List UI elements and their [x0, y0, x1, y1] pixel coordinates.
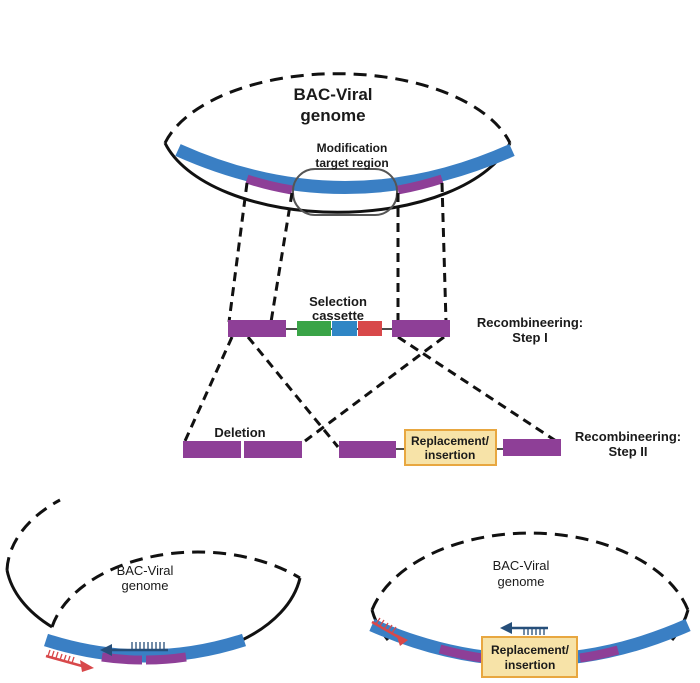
top-genome-solid-arc — [163, 142, 512, 214]
cassette-label-1: Selection — [309, 294, 367, 309]
deletion-right-arm — [244, 441, 302, 458]
step1-label-1: Recombineering: — [477, 315, 583, 330]
br-insert-label-1: Replacement/ — [491, 643, 570, 657]
top-genome-backbone — [175, 144, 515, 194]
replacement-construct: Replacement/ insertion — [339, 429, 561, 466]
cassette-green-segment — [297, 321, 331, 336]
deletion-left-arm — [183, 441, 241, 458]
br-forward-primer — [371, 617, 408, 646]
step2-label-1: Recombineering: — [575, 429, 681, 444]
target-region-label-1: Modification — [317, 141, 388, 155]
top-genome-label-2: genome — [300, 106, 365, 125]
replacement-label-1: Replacement/ — [411, 434, 490, 448]
br-dashed-arc — [370, 531, 690, 611]
bl-solid-arc-left — [5, 569, 53, 629]
guide-lines — [183, 182, 557, 448]
bl-reverse-primer — [100, 642, 168, 656]
top-genome: BAC-Viral genome Modification target reg… — [163, 72, 515, 216]
top-right-homology-arm — [397, 174, 444, 195]
replacement-left-arm — [339, 441, 396, 458]
bl-forward-primer — [45, 649, 94, 672]
step1-left-arm — [228, 320, 286, 337]
step2-label-2: Step II — [608, 444, 647, 459]
deletion-label: Deletion — [214, 425, 265, 440]
bottom-left-genome: BAC-Viral genome — [5, 498, 302, 672]
br-insert-box — [481, 636, 578, 678]
replacement-insert-box — [404, 429, 497, 466]
top-left-homology-arm — [245, 174, 293, 195]
cassette-red-segment — [358, 321, 382, 336]
bl-genome-label-2: genome — [122, 578, 169, 593]
cassette-label-2: cassette — [312, 308, 364, 323]
top-genome-label-1: BAC-Viral — [293, 85, 372, 104]
target-region-label-2: target region — [315, 156, 388, 170]
bl-backbone — [44, 633, 246, 663]
bl-genome-label-1: BAC-Viral — [117, 563, 174, 578]
target-region-outline — [292, 168, 398, 216]
cassette-blue-segment — [332, 321, 357, 336]
br-reverse-primer — [500, 622, 548, 635]
bl-solid-arc-right — [241, 577, 302, 642]
bl-dashed-arc — [50, 550, 301, 628]
br-genome-label-2: genome — [498, 574, 545, 589]
deletion-construct: Deletion — [183, 425, 302, 458]
br-insert-label-2: insertion — [505, 658, 556, 672]
step1-right-arm — [392, 320, 450, 337]
replacement-right-arm — [503, 439, 561, 456]
selection-cassette-construct: Selection cassette — [228, 294, 450, 337]
replacement-label-2: insertion — [425, 448, 476, 462]
top-genome-dashed-arc — [163, 72, 512, 144]
bottom-right-genome: Replacement/ insertion BAC-Viral genome — [369, 531, 691, 678]
br-genome-label-1: BAC-Viral — [493, 558, 550, 573]
step1-label-2: Step I — [512, 330, 547, 345]
